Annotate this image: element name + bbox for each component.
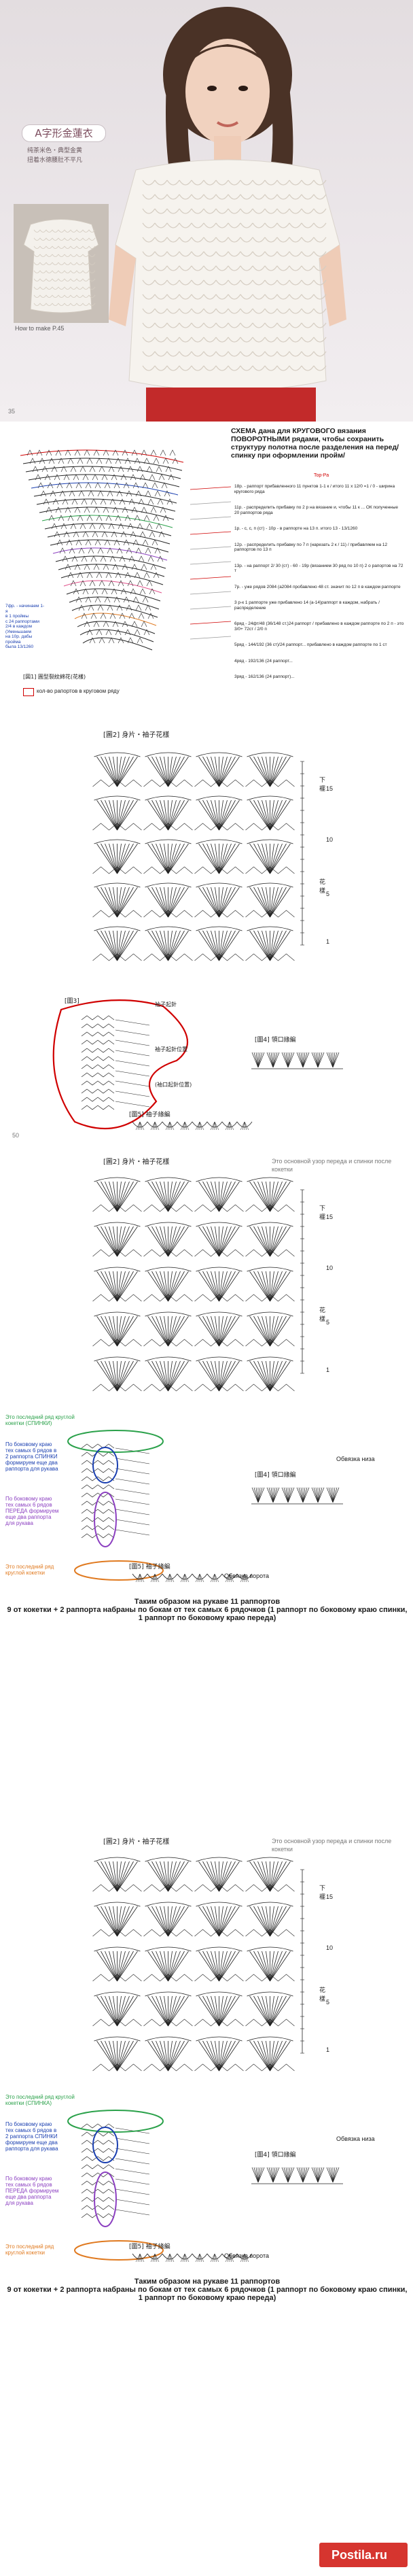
page-number: 35: [8, 408, 16, 415]
chart1-dim-label-2: 花樣: [319, 879, 326, 895]
title-badge: A字形金蓮衣: [22, 124, 106, 142]
body-pattern-chart: [92, 752, 295, 961]
chart3-left-note-4: Это последний ряд круглой кокетки: [5, 2244, 54, 2256]
yoke-stats-list: 18р. - раппорт прибавленного 11 пунктов …: [234, 484, 404, 691]
chart3-dim-2: 花樣: [319, 1987, 326, 2003]
yoke-stat-line: 3ряд - 162/136 (24 раппорт)...: [234, 674, 295, 679]
chart2-left-note-4: Это последний ряд круглой кокетки: [5, 1564, 54, 1576]
watermark-text[interactable]: Postila.ru: [331, 2548, 388, 2562]
chart3-edge-title: [圖4] 領口緣編: [255, 2152, 296, 2159]
chart2-bottom-caption: Таким образом на рукаве 11 раппортов 9 о…: [7, 1598, 408, 1622]
subtitle-line-1: 纯茶米色・典型金黄: [27, 148, 83, 154]
chart3-note-top-right: Это основной узор переда и спинки после …: [272, 1838, 392, 1853]
chart3-row-5: 5: [326, 1999, 330, 2006]
stitch-chart-section-1: [圖2] 身片・袖子花樣 下襬 花樣 15 10 5 1 [圖3] 袖子起針 袖…: [0, 721, 413, 1142]
chart2-title: [圖2] 身片・袖子花樣: [103, 1158, 170, 1166]
round-yoke-diagram-section: СХЕМА дана для КРУГОВОГО вязания ПОВОРОТ…: [0, 422, 413, 721]
yoke-stat-line: 7р. - уже рядов 2084 (а2084 пробавлено 4…: [234, 584, 401, 589]
annotated-chart-2: [67, 1857, 343, 2263]
chart2-right-note-1: Обвязка низа: [336, 1456, 375, 1462]
yoke-stat-line: 12р. - распределить прибавку по 7 п (нар…: [234, 542, 388, 553]
chart1-row-10: 10: [326, 836, 334, 843]
yoke-stat-line: 3 р-к 1 раппорте уже прибавлено 14 (а-14…: [234, 600, 380, 611]
chart1-title: [圖2] 身片・袖子花樣: [103, 732, 170, 739]
chart3-bottom-caption: Таким образом на рукаве 11 раппортов 9 о…: [7, 2278, 408, 2302]
chart3-left-note-1: Это последний ряд круглой кокетки (СПИНК…: [5, 2094, 75, 2106]
sleeve-note-mid: 袖子起針位置: [155, 1046, 187, 1052]
model-photo: [14, 7, 346, 422]
chart2-left-note-1: Это последний ряд круглой кокетки (СПИНК…: [5, 1414, 75, 1426]
chart2-note-top-right: Это основной узор переда и спинки после …: [272, 1158, 392, 1173]
yoke-diagram: [20, 449, 232, 651]
yoke-stat-line: 13р. - на раппорт 2/ 30 (ст) - 60 - 19р …: [234, 563, 403, 574]
howto-label: How to make P.45: [15, 325, 65, 332]
yoke-stat-line: 11р. - распределить прибавку по 2 р на в…: [234, 505, 399, 515]
legend-swatch: [23, 688, 34, 696]
chart3-row-15: 15: [326, 1893, 334, 1900]
yoke-heading: СХЕМА дана для КРУГОВОГО вязания ПОВОРОТ…: [231, 427, 399, 460]
chart3-row-1: 1: [326, 2046, 330, 2053]
sleeve-note-bottom: (袖口起針位置): [155, 1082, 192, 1088]
chart3-right-note-2: Обвязка ворота: [224, 2252, 270, 2259]
yoke-stat-line: 4ряд - 192/136 (24 раппорт...: [234, 658, 293, 664]
chart1-dim-label-1: 下襬: [319, 777, 326, 793]
chart2-left-note-3: По боковому краю тех самых 6 рядов ПЕРЕД…: [5, 1496, 59, 1526]
yoke-stat-line: 6ряд - 24фт/48 (36/148 ст.)24 раппорт / …: [234, 621, 404, 632]
chart2-row-1: 1: [326, 1367, 330, 1373]
legend-text: кол-во рапортов в круговом ряду: [37, 688, 120, 694]
annotated-chart-section-2: [圖2] 身片・袖子花樣 Это основной узор переда и …: [0, 1836, 413, 2543]
chart2-dim-1: 下襬: [319, 1205, 326, 1221]
watermark-badge[interactable]: [319, 2543, 408, 2567]
chart2-edge-title: [圖4] 領口緣編: [255, 1472, 296, 1479]
sleeve-note-top: 袖子起針: [155, 1001, 177, 1008]
chart3-row-10: 10: [326, 1944, 334, 1951]
subtitle-line-2: 扭着水德腰肚不平凡: [27, 157, 83, 164]
chart3-left-note-3: По боковому краю тех самых 6 рядов ПЕРЕД…: [5, 2176, 59, 2206]
chart3-dim-1: 下襬: [319, 1885, 326, 1901]
top-marker: Top-Pa: [314, 473, 329, 478]
annotated-chart-1: [67, 1177, 343, 1583]
edge-title: [圖4] 領口緣編: [255, 1037, 296, 1044]
chart2-row-15: 15: [326, 1214, 334, 1220]
chart1-row-5: 5: [326, 891, 330, 897]
chart1-row-1: 1: [326, 938, 330, 945]
yoke-bottom-note: [図1] 圓型裂紋綿花(花樣): [23, 674, 86, 680]
chart2-collar-title: [圖5] 袖子緣編: [129, 1564, 170, 1570]
yoke-stat-line: 18р. - раппорт прибавленного 11 пунктов …: [234, 484, 395, 494]
chart3-left-note-2: По боковому краю тех самых 6 рядов в 2 р…: [5, 2121, 58, 2152]
sleeve-highlight: [52, 999, 188, 1130]
chart2-row-5: 5: [326, 1319, 330, 1326]
chart3-collar-title: [圖5] 袖子緣編: [129, 2244, 170, 2250]
yoke-stat-line: 1р. - с, с, п (ст) - 10р - в раппорте на…: [234, 526, 358, 531]
yoke-stat-line: 5ряд - 144/192 (36 ст)/24 раппорт... при…: [234, 642, 387, 647]
stitch-chart-1: [52, 752, 343, 1131]
chart2-dim-2: 花樣: [319, 1307, 326, 1323]
sleeve-title: [圖3]: [65, 998, 79, 1005]
annotated-chart-section-1: [圖2] 身片・袖子花樣 Это основной узор переда и …: [0, 1156, 413, 1836]
collar-title: [圖5] 袖子緣編: [129, 1112, 170, 1118]
yoke-left-note: 7фр. - начинаем 1-я в 1 проймы с 24 рапп…: [5, 604, 45, 649]
chart2-right-note-2: Обвязка ворота: [224, 1573, 270, 1579]
chart2-row-10: 10: [326, 1265, 334, 1271]
chart3-title: [圖2] 身片・袖子花樣: [103, 1838, 170, 1846]
cover-photo-section: A字形金蓮衣 纯茶米色・典型金黄 扭着水德腰肚不平凡 How to make P…: [0, 0, 413, 422]
chart3-right-note-1: Обвязка низа: [336, 2135, 375, 2142]
page-number-2: 50: [12, 1132, 20, 1139]
chart2-left-note-2: По боковому краю тех самых 6 рядов в 2 р…: [5, 1441, 58, 1472]
chart1-row-15: 15: [326, 785, 334, 792]
